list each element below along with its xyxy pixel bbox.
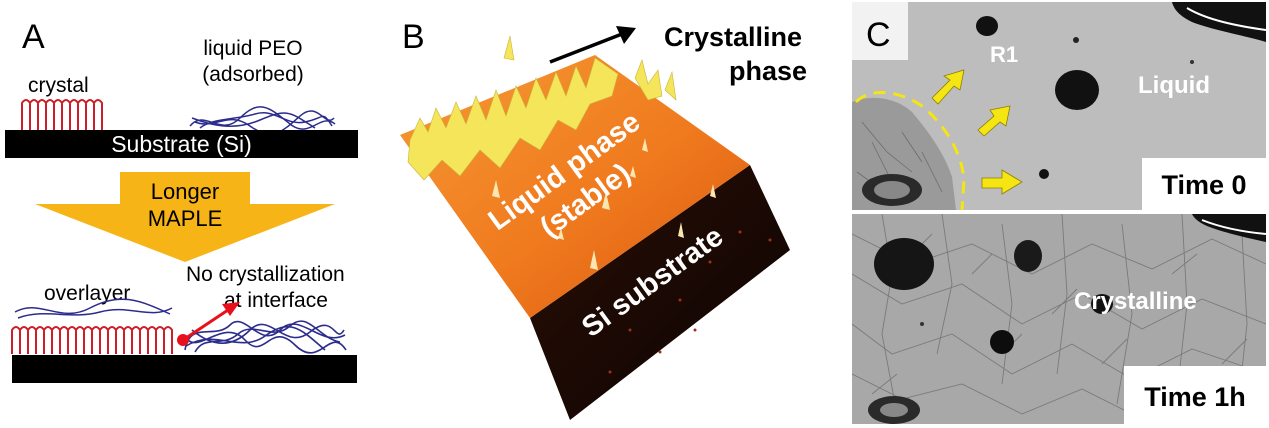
time0-label: Time 0 <box>1142 162 1266 208</box>
crystalline-line2: phase <box>728 56 808 86</box>
maple-text: MAPLE <box>147 206 223 231</box>
liquid-label: Liquid <box>1138 72 1210 99</box>
droplet-large <box>1055 70 1099 110</box>
droplet-r1 <box>976 16 998 36</box>
longer-text: Longer <box>150 179 220 204</box>
panel-a-letter: A <box>22 18 45 56</box>
liquid-peo-label: liquid PEO (adsorbed) <box>178 36 328 88</box>
panel-a-bottom-drawing <box>11 298 347 354</box>
nucleus-right <box>1091 294 1113 314</box>
interface-liquid-chains <box>184 320 347 354</box>
interface-pointer-arrow <box>177 302 240 346</box>
no-cryst-line1: No crystallization <box>186 263 345 286</box>
panel-b: B <box>380 0 850 428</box>
si-substrate-face <box>530 165 790 420</box>
crystalline-peaks <box>407 35 677 181</box>
substrate-label: Substrate (Si) <box>111 131 252 157</box>
overlayer-chains <box>14 298 173 319</box>
liquid-peo-line2: (adsorbed) <box>202 63 304 86</box>
panel-c: C R1 Liquid Time 0 Crystalline Time 1h <box>852 2 1266 424</box>
crystal-lamellae-long <box>11 326 173 354</box>
panel-c-letter: C <box>866 16 891 54</box>
crystal-lamellae <box>21 99 103 130</box>
overlayer-label: overlayer <box>44 282 131 305</box>
substrate-bar-bottom <box>12 355 357 383</box>
crystal-boundary-dashed <box>854 90 966 210</box>
nucleus-mid <box>1014 240 1042 272</box>
nucleus-large <box>874 238 934 290</box>
panel-b-letter: B <box>402 18 425 56</box>
liquid-peo-line1: liquid PEO <box>203 37 303 60</box>
longer-maple-arrow <box>35 172 335 262</box>
no-cryst-line2: at interface <box>224 289 328 312</box>
surface-spikes <box>492 138 716 270</box>
panel-a: A crystal liquid PEO (adsorbed) Substrat… <box>0 0 380 428</box>
substrate-bar-top: Substrate (Si) <box>5 130 358 158</box>
afm-3d-surface <box>400 26 790 420</box>
no-crystallization-label: No crystallization at interface <box>186 262 345 314</box>
time1h-label: Time 1h <box>1124 374 1266 420</box>
crystalline-label: Crystalline <box>1074 288 1197 315</box>
substrate-dots <box>608 230 772 374</box>
crystalline-phase-label: Crystalline phase <box>648 20 818 88</box>
r1-label: R1 <box>990 42 1019 67</box>
crystalline-line1: Crystalline <box>663 22 803 52</box>
crystal-label: crystal <box>28 74 89 97</box>
longer-maple-text: Longer MAPLE <box>125 178 245 232</box>
crystalline-direction-arrow <box>549 26 636 64</box>
growth-arrows <box>931 69 1023 195</box>
